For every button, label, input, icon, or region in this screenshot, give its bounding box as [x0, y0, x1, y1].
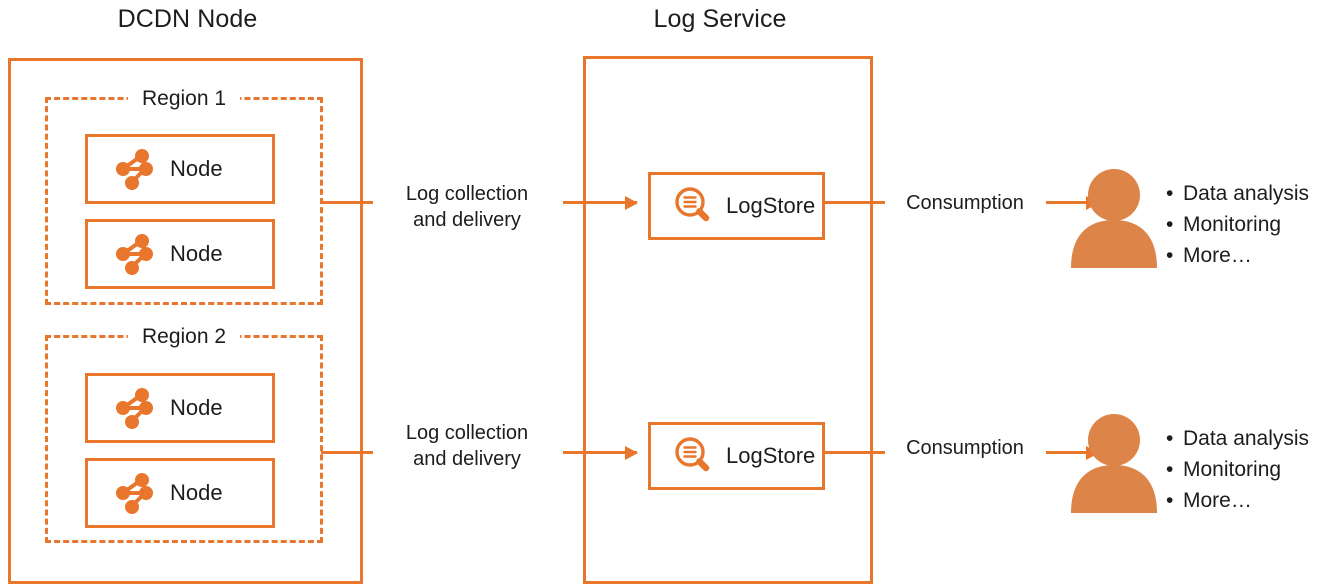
list-item: More…: [1166, 485, 1309, 516]
arrow-delivery-to-logstore-1: [563, 201, 637, 204]
node-box-region1-node2[interactable]: Node: [85, 219, 275, 289]
node-box-region2-node1[interactable]: Node: [85, 373, 275, 443]
consumer-2-capability-list: Data analysis Monitoring More…: [1166, 423, 1309, 516]
arrow-consumption-to-consumer-2: [1046, 451, 1098, 454]
logstore-label: LogStore: [726, 193, 816, 218]
region-1-label: Region 1: [127, 84, 241, 114]
connector-logstore1-out: [823, 201, 885, 204]
logstore-box-2[interactable]: LogStore: [648, 422, 825, 490]
log-delivery-label-2: Log collection and delivery: [405, 422, 529, 470]
log-service-frame: [583, 56, 873, 584]
network-node-icon: [116, 149, 153, 190]
list-item: Monitoring: [1166, 209, 1309, 240]
log-service-section-title: Log Service: [653, 5, 787, 33]
node-label: Node: [170, 241, 223, 266]
connector-logstore2-out: [823, 451, 885, 454]
arrow-consumption-to-consumer-1: [1046, 201, 1098, 204]
list-item: Monitoring: [1166, 454, 1309, 485]
dcdn-node-frame: [8, 58, 363, 584]
network-node-icon: [116, 234, 153, 275]
user-icon: [1071, 414, 1157, 513]
logstore-label: LogStore: [726, 443, 816, 468]
network-node-icon: [116, 473, 153, 514]
dcdn-section-title: DCDN Node: [117, 5, 258, 33]
list-item: Data analysis: [1166, 423, 1309, 454]
log-search-icon: [675, 437, 710, 472]
connector-region2-out: [321, 451, 373, 454]
node-label: Node: [170, 395, 223, 420]
log-delivery-label-1: Log collection and delivery: [405, 183, 529, 231]
node-box-region1-node1[interactable]: Node: [85, 134, 275, 204]
consumption-label-2: Consumption: [906, 437, 1024, 459]
node-label: Node: [170, 480, 223, 505]
user-icon: [1071, 169, 1157, 268]
connector-region1-out: [321, 201, 373, 204]
arrow-delivery-to-logstore-2: [563, 451, 637, 454]
consumption-label-1: Consumption: [906, 192, 1024, 214]
list-item: Data analysis: [1166, 178, 1309, 209]
region-2-label: Region 2: [127, 322, 241, 352]
list-item: More…: [1166, 240, 1309, 271]
node-box-region2-node2[interactable]: Node: [85, 458, 275, 528]
logstore-box-1[interactable]: LogStore: [648, 172, 825, 240]
region-2-container: Region 2: [45, 322, 323, 543]
log-search-icon: [675, 187, 710, 222]
network-node-icon: [116, 388, 153, 429]
node-label: Node: [170, 156, 223, 181]
consumer-1-capability-list: Data analysis Monitoring More…: [1166, 178, 1309, 271]
